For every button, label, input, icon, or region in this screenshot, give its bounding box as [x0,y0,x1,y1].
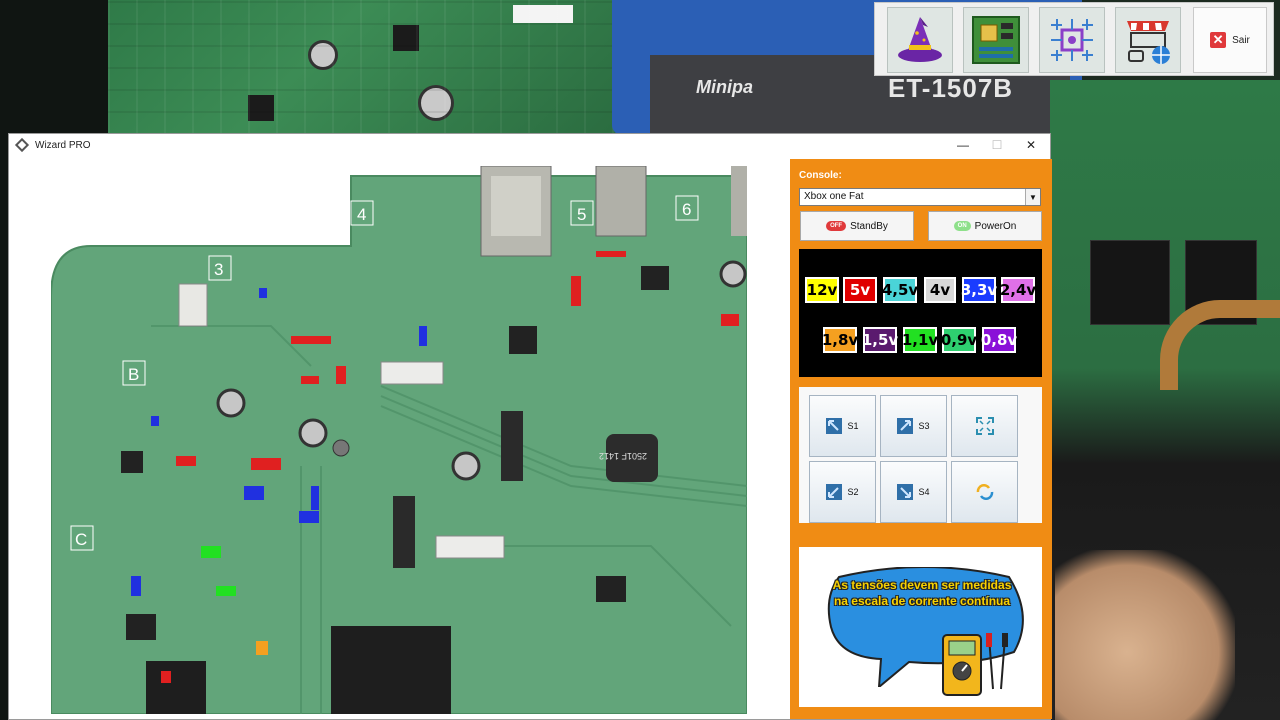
close-icon: ✕ [1210,32,1227,48]
exit-button[interactable]: ✕ Sair [1193,7,1267,73]
minimize-button[interactable]: — [957,138,969,152]
exit-label: Sair [1232,34,1250,46]
voltage-badge[interactable]: 1,8v [822,327,858,353]
standby-button[interactable]: OFF StandBy [800,211,914,241]
tool-button-label: S2 [847,487,859,497]
store-network-icon [1127,21,1170,64]
voltage-badge[interactable]: 12v [805,277,839,303]
arrow-down-left-icon [826,484,843,500]
expand-icon [975,416,995,436]
background-pcb [108,0,628,135]
motherboard-icon [972,16,1020,64]
voltage-badge[interactable]: 4,5v [882,277,918,303]
arrow-down-right-icon [897,484,914,500]
on-toggle-icon: ON [953,221,971,231]
tool-button[interactable] [951,395,1018,457]
voltage-badge[interactable]: 4v [924,277,956,303]
board-image-area[interactable]: 4 5 6 3 B C [9,158,749,718]
wizard-button[interactable] [887,7,953,73]
title-bar: Wizard PRO — ☐ ✕ [9,134,1050,156]
multimeter-brand: Minipa [696,77,753,97]
tool-button[interactable]: S3 [880,395,947,457]
maximize-button[interactable]: ☐ [991,138,1003,152]
voltage-badge[interactable]: 3,3v [961,277,997,303]
zone-label: B [128,365,139,384]
wizard-hat-icon [898,17,942,62]
tool-button[interactable]: S1 [809,395,876,457]
zone-label: 3 [214,260,223,279]
top-toolbar: ✕ Sair [874,2,1274,76]
background-chip [1090,240,1170,325]
arrow-up-right-icon [897,418,914,434]
window-title: Wizard PRO [35,139,91,151]
poweron-label: PowerOn [974,220,1017,232]
multimeter-model: ET-1507B [888,73,1014,103]
arrow-up-left-icon [826,418,843,434]
voltage-badge[interactable]: 2,4v [1000,277,1036,303]
tool-button[interactable] [951,461,1018,523]
zone-label: 6 [682,200,691,219]
chevron-down-icon[interactable]: ▼ [1025,189,1040,205]
voltage-badge[interactable]: 0,8v [981,327,1017,353]
console-select[interactable]: Xbox one Fat ▼ [799,188,1041,206]
voltage-badge[interactable]: 0,9v [941,327,977,353]
refresh-icon [974,484,996,500]
tool-button-label: S3 [918,421,930,431]
voltage-badge[interactable]: 5v [843,277,877,303]
control-panel: Console: Xbox one Fat ▼ OFF StandBy ON P… [790,159,1052,719]
xbox-board-image[interactable]: 4 5 6 3 B C [51,166,747,714]
multimeter-icon [942,633,1008,696]
off-toggle-icon: OFF [826,221,847,231]
tool-button-label: S1 [847,421,859,431]
zone-label: C [75,530,87,549]
zone-label: 4 [357,205,366,224]
tool-button[interactable]: S4 [880,461,947,523]
wizard-window: Wizard PRO — ☐ ✕ [8,133,1052,720]
circuit-chip-icon [1051,19,1093,61]
inductor-marking: 2501F 1412 [599,451,647,461]
background-hand [1055,550,1235,720]
zone-label: 5 [577,205,586,224]
standby-label: StandBy [850,220,888,232]
window-close-button[interactable]: ✕ [1025,138,1037,152]
dc-scale-note: As tensões devem ser medidas na escala d… [832,578,1012,608]
console-select-value: Xbox one Fat [804,191,864,202]
app-icon [14,137,30,153]
poweron-button[interactable]: ON PowerOn [928,211,1042,241]
circuit-button[interactable] [1039,7,1105,73]
motherboard-button[interactable] [963,7,1029,73]
store-button[interactable] [1115,7,1181,73]
voltage-badge[interactable]: 1,5v [862,327,898,353]
tool-button[interactable]: S2 [809,461,876,523]
tool-button-label: S4 [918,487,930,497]
info-box: As tensões devem ser medidas na escala d… [799,547,1042,707]
voltage-badge[interactable]: 1,1v [902,327,938,353]
console-label: Console: [799,170,842,181]
